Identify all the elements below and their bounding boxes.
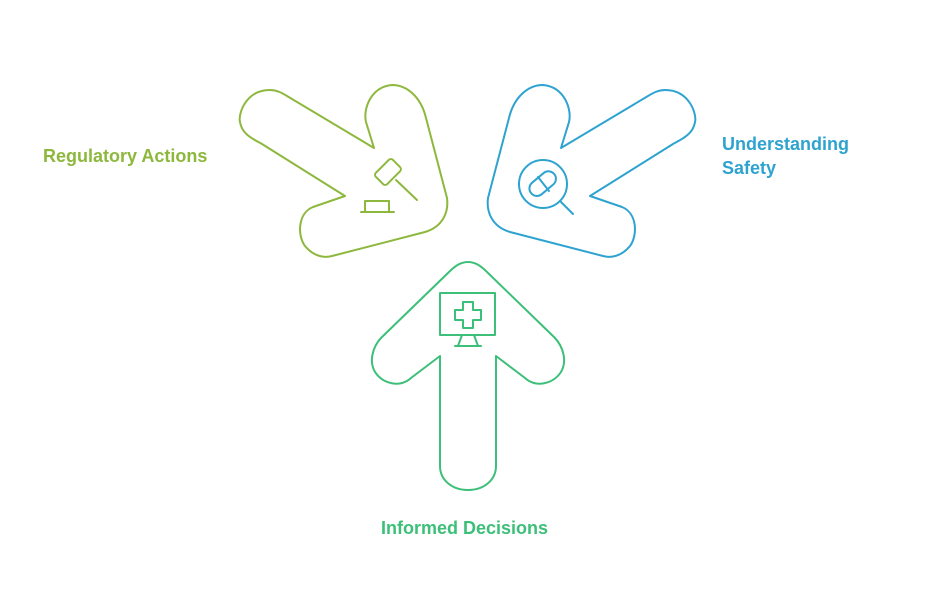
regulatory-actions-label: Regulatory Actions [43, 146, 208, 166]
regulatory-actions-arrow [238, 84, 449, 258]
informed-decisions-arrow [370, 261, 566, 491]
pill-magnifier-icon [518, 159, 574, 215]
understanding-safety-label: Understanding Safety [722, 134, 850, 178]
understanding-safety-arrow [486, 84, 697, 258]
gavel-icon [360, 158, 418, 213]
informed-decisions-label: Informed Decisions [381, 518, 549, 538]
medical-monitor-icon [439, 292, 496, 347]
